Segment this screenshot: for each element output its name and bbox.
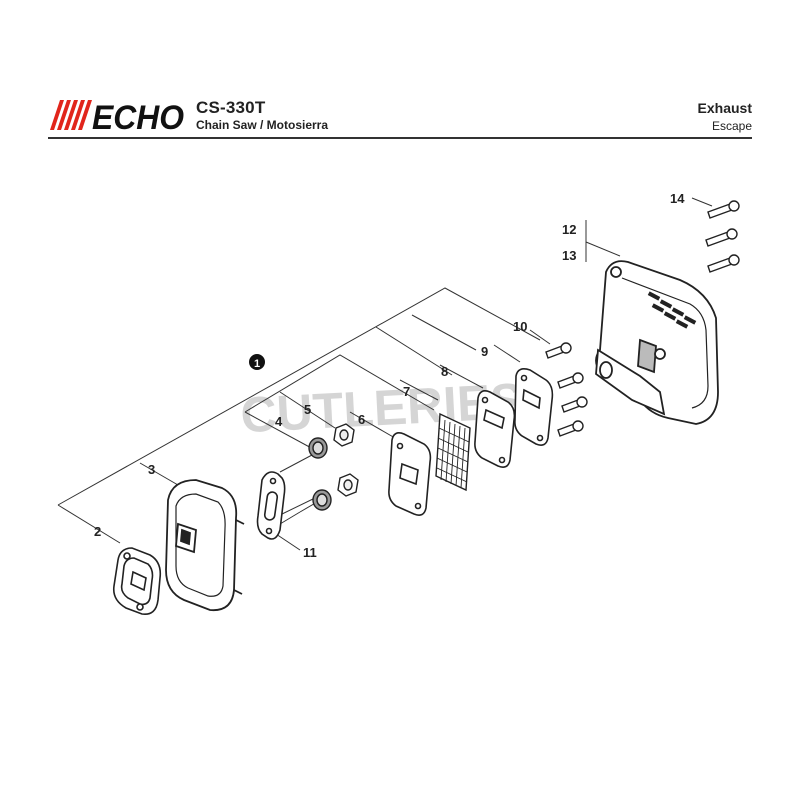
leader-4 [244,411,316,451]
leader-7b [399,379,439,401]
part-4-spark-screen[interactable] [308,437,328,459]
leader-8 [411,314,477,351]
callout-10: 10 [513,319,527,334]
callout-14: 14 [670,191,685,206]
callout-12: 12 [562,222,576,237]
bolt-10b [557,372,584,389]
callout-11: 11 [303,545,317,560]
callout-3: 3 [148,462,155,477]
part-9-gasket[interactable] [514,368,554,446]
part-2-gasket[interactable] [112,547,162,616]
echo-logo: ECHO [50,99,184,132]
callout-9: 9 [481,344,488,359]
logo-speed-stripes [50,100,92,130]
cover-vent-slots [647,291,697,329]
leader-lines [57,197,713,551]
kit-marker [249,354,265,370]
part-7-spark-arrester-screen[interactable] [435,412,471,492]
leader-5 [279,391,336,429]
leader-9 [493,344,521,363]
leader-4-nut [279,454,313,473]
leader-bracket-2 [57,287,541,506]
leader-8b [439,364,484,389]
part-8-plate[interactable] [474,390,516,468]
part-6-plate[interactable] [388,432,432,516]
leader-2 [57,504,121,544]
model-number: CS-330T [196,98,266,117]
header: ECHO CS-330T Chain Saw / Motosierra Exha… [0,0,800,140]
leader-14 [691,197,713,207]
part-11-gasket[interactable] [256,471,286,540]
callout-8: 8 [441,364,448,379]
leader-7 [375,326,453,376]
callout-kit: 1 [254,358,260,370]
part-5-nut-lower[interactable] [337,473,359,497]
screw-14a [707,200,740,219]
leader-12 [585,241,621,257]
callout-7: 7 [403,384,410,399]
callout-13: 13 [562,248,576,263]
leader-10 [529,329,551,345]
bolt-10c [561,396,588,413]
bolt-10d [557,420,584,437]
callout-5: 5 [304,402,311,417]
bolt-10a [545,342,572,359]
leader-bracket-4 [244,354,435,413]
part-10-bolts[interactable] [545,342,588,437]
callout-4: 4 [275,414,283,429]
header-rule [48,137,752,139]
callout-6: 6 [358,412,365,427]
leader-6 [349,411,396,439]
part-3-muffler-body[interactable] [165,479,245,612]
product-name: Chain Saw / Motosierra [196,118,329,132]
section-subtitle: Escape [711,119,752,133]
callout-2: 2 [94,524,101,539]
part-4-spark-screen-lower[interactable] [312,489,332,511]
screw-14c [707,254,740,273]
part-5-nut[interactable] [333,423,355,447]
callout-labels: 1 2 3 4 5 6 7 8 9 10 11 12 13 14 [94,191,685,560]
logo-text: ECHO [92,99,184,132]
leader-3 [139,462,179,486]
leader-11-screen [279,497,316,516]
part-14-screws[interactable] [705,200,740,273]
part-12-13-muffler-cover[interactable] [595,260,719,425]
screw-14b [705,228,738,247]
section-title: Exhaust [697,100,752,116]
